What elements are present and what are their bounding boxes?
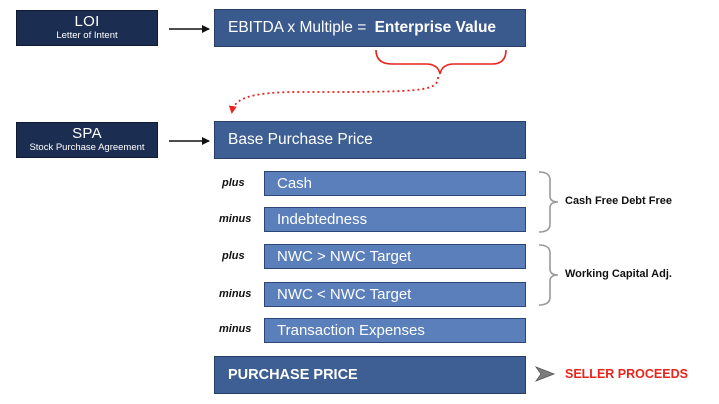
adjustment-op-indebtedness: minus xyxy=(219,213,252,225)
base-purchase-price-box: Base Purchase Price xyxy=(214,121,526,159)
adjustment-box-nwc-below: NWC < NWC Target xyxy=(264,282,526,307)
seller-proceeds-label: SELLER PROCEEDS xyxy=(565,367,688,381)
loi-abbr: LOI xyxy=(74,13,100,30)
loi-full: Letter of Intent xyxy=(56,30,118,41)
formula-prefix: EBITDA x Multiple = xyxy=(228,19,371,36)
seller-proceeds-arrow-icon xyxy=(534,366,556,382)
spa-abbr: SPA xyxy=(72,125,102,142)
adjustment-label: Transaction Expenses xyxy=(277,322,425,339)
adjustment-box-cash: Cash xyxy=(264,171,526,196)
red-dotted-arrow xyxy=(228,76,439,114)
adjustment-box-transaction-expenses: Transaction Expenses xyxy=(264,318,526,343)
adjustment-op-nwc-above: plus xyxy=(222,250,245,262)
purchase-price-box: PURCHASE PRICE xyxy=(214,356,526,394)
adjustment-op-transaction-expenses: minus xyxy=(219,323,252,335)
cash-free-brace xyxy=(538,171,559,233)
enterprise-value-formula-box: EBITDA x Multiple = Enterprise Value xyxy=(214,9,526,47)
adjustment-box-nwc-above: NWC > NWC Target xyxy=(264,244,526,269)
working-capital-adj-label: Working Capital Adj. xyxy=(565,268,672,280)
adjustment-op-nwc-below: minus xyxy=(219,288,252,300)
formula-result: Enterprise Value xyxy=(374,19,497,36)
enterprise-value-brace xyxy=(375,49,507,75)
adjustment-label: Cash xyxy=(277,175,313,192)
spa-full: Stock Purchase Agreement xyxy=(29,142,145,153)
adjustment-label: NWC > NWC Target xyxy=(277,248,412,265)
adjustment-op-cash: plus xyxy=(222,177,245,189)
loi-box: LOI Letter of Intent xyxy=(16,10,158,46)
spa-box: SPA Stock Purchase Agreement xyxy=(16,122,158,158)
adjustment-label: Indebtedness xyxy=(277,211,368,228)
base-purchase-price-label: Base Purchase Price xyxy=(228,131,373,148)
adjustment-box-indebtedness: Indebtedness xyxy=(264,207,526,232)
adjustment-label: NWC < NWC Target xyxy=(277,286,412,303)
purchase-price-label: PURCHASE PRICE xyxy=(228,367,358,383)
working-capital-brace xyxy=(538,244,559,306)
cash-free-debt-free-label: Cash Free Debt Free xyxy=(565,195,672,207)
